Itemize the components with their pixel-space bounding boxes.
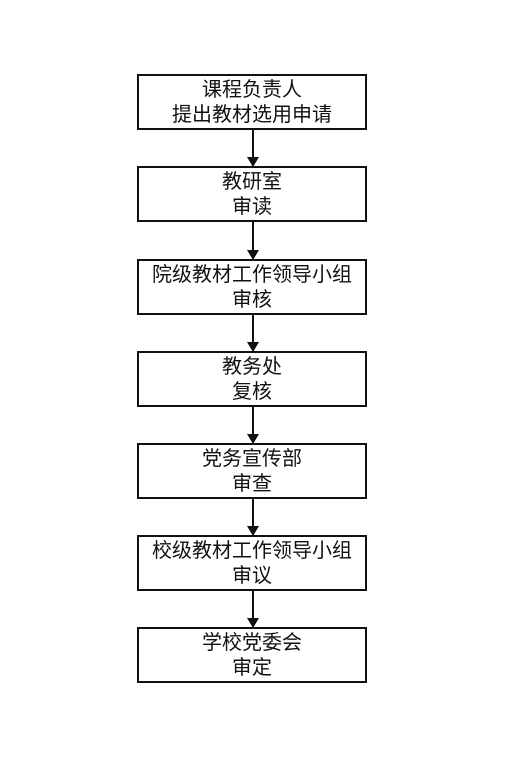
- step-party-publicity-inspection: 党务宣传部 审查: [137, 443, 367, 499]
- step-action: 审读: [232, 194, 272, 218]
- step-university-textbook-group: 校级教材工作领导小组 审议: [137, 535, 367, 591]
- step-action: 审定: [232, 655, 272, 679]
- step-title: 教务处: [222, 354, 282, 378]
- step-course-leader-application: 课程负责人 提出教材选用申请: [137, 74, 367, 130]
- step-college-textbook-group: 院级教材工作领导小组 审核: [137, 259, 367, 315]
- step-title: 校级教材工作领导小组: [152, 538, 352, 562]
- flow-arrow-3: [247, 315, 259, 352]
- step-teaching-office-review: 教研室 审读: [137, 166, 367, 222]
- step-title: 学校党委会: [202, 630, 302, 654]
- flow-arrow-1: [247, 130, 259, 167]
- step-action: 审查: [232, 471, 272, 495]
- step-action: 复核: [232, 379, 272, 403]
- flow-arrow-2: [247, 222, 259, 260]
- step-title: 教研室: [222, 169, 282, 193]
- step-title: 课程负责人: [202, 77, 302, 101]
- step-action: 审核: [232, 287, 272, 311]
- step-academic-affairs-recheck: 教务处 复核: [137, 351, 367, 407]
- step-title: 党务宣传部: [202, 446, 302, 470]
- step-action: 审议: [232, 563, 272, 587]
- step-university-party-committee: 学校党委会 审定: [137, 627, 367, 683]
- flow-arrow-6: [247, 591, 259, 628]
- flow-arrow-4: [247, 407, 259, 444]
- step-action: 提出教材选用申请: [172, 102, 332, 126]
- step-title: 院级教材工作领导小组: [152, 262, 352, 286]
- flow-arrow-5: [247, 499, 259, 536]
